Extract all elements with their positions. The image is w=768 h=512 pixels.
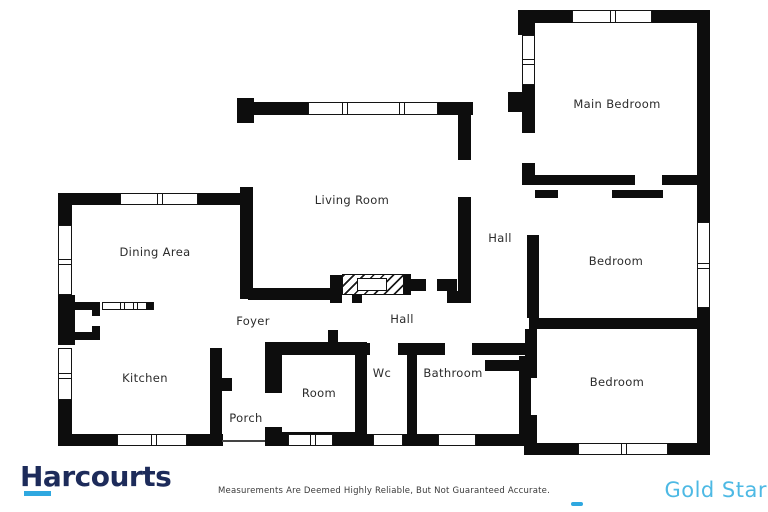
wall xyxy=(458,112,471,160)
window xyxy=(288,434,333,446)
wall xyxy=(519,356,531,435)
window xyxy=(697,222,710,308)
harcourts-logo-underline xyxy=(24,491,51,496)
porch-threshold-line xyxy=(222,440,268,442)
wall xyxy=(522,112,535,133)
window xyxy=(522,35,535,85)
window xyxy=(58,348,72,400)
wall xyxy=(248,288,342,300)
room-label-bathroom: Bathroom xyxy=(423,366,483,380)
window xyxy=(572,10,652,23)
wall xyxy=(210,378,232,391)
wall xyxy=(518,10,535,35)
stair-landing xyxy=(357,278,387,291)
wall xyxy=(527,235,539,318)
window xyxy=(308,102,438,115)
fireplace xyxy=(92,326,100,340)
staircase xyxy=(342,274,404,295)
wall xyxy=(355,343,370,355)
wall xyxy=(250,102,310,115)
room-label-hall-lower: Hall xyxy=(390,312,414,326)
room-label-porch: Porch xyxy=(229,411,263,425)
wall xyxy=(240,187,253,299)
room-label-bedroom-middle: Bedroom xyxy=(588,254,644,268)
wall xyxy=(352,295,362,303)
fireplace xyxy=(72,302,100,310)
window xyxy=(373,434,403,446)
fireplace xyxy=(92,302,100,316)
footer-accent-dash xyxy=(571,502,583,506)
room-label-room: Room xyxy=(301,386,337,400)
wall xyxy=(697,10,710,222)
bench-cap xyxy=(146,302,153,310)
room-label-hall-upper: Hall xyxy=(488,231,512,245)
wall xyxy=(612,190,663,198)
wall xyxy=(472,343,537,355)
window xyxy=(438,434,476,446)
fireplace xyxy=(58,295,75,345)
wall xyxy=(437,102,473,115)
room-label-bedroom-bottom: Bedroom xyxy=(589,375,645,389)
window xyxy=(117,434,187,446)
wall xyxy=(485,360,521,371)
wall xyxy=(529,318,697,329)
room-label-main-bedroom: Main Bedroom xyxy=(573,97,661,111)
window xyxy=(58,225,72,295)
fireplace-bench xyxy=(102,302,154,310)
wall xyxy=(328,330,338,343)
wall xyxy=(210,348,222,446)
wall xyxy=(265,342,367,355)
window xyxy=(120,193,198,205)
wall xyxy=(355,342,367,442)
wall xyxy=(508,92,535,112)
wall xyxy=(522,175,635,185)
wall xyxy=(398,343,445,355)
wall xyxy=(237,98,254,123)
room-label-kitchen: Kitchen xyxy=(122,371,168,385)
wall xyxy=(458,197,471,303)
harcourts-logo: Harcourts xyxy=(20,460,172,493)
gold-star-tagline: Gold Star xyxy=(664,478,767,502)
wall xyxy=(437,279,457,291)
room-label-wc: Wc xyxy=(372,366,392,380)
wall xyxy=(265,342,282,393)
window xyxy=(578,443,668,455)
room-label-dining-area: Dining Area xyxy=(119,245,191,259)
room-label-living-room: Living Room xyxy=(314,193,390,207)
fireplace xyxy=(72,332,100,340)
wall xyxy=(662,175,697,185)
room-label-foyer: Foyer xyxy=(236,314,270,328)
wall xyxy=(447,291,458,303)
wall xyxy=(522,163,535,178)
wall xyxy=(330,275,342,303)
disclaimer-text: Measurements Are Deemed Highly Reliable,… xyxy=(217,486,551,496)
wall xyxy=(535,190,558,198)
wall xyxy=(58,193,72,225)
wall xyxy=(411,279,426,291)
wall xyxy=(403,274,411,295)
wall xyxy=(407,343,417,434)
wall xyxy=(697,308,710,455)
